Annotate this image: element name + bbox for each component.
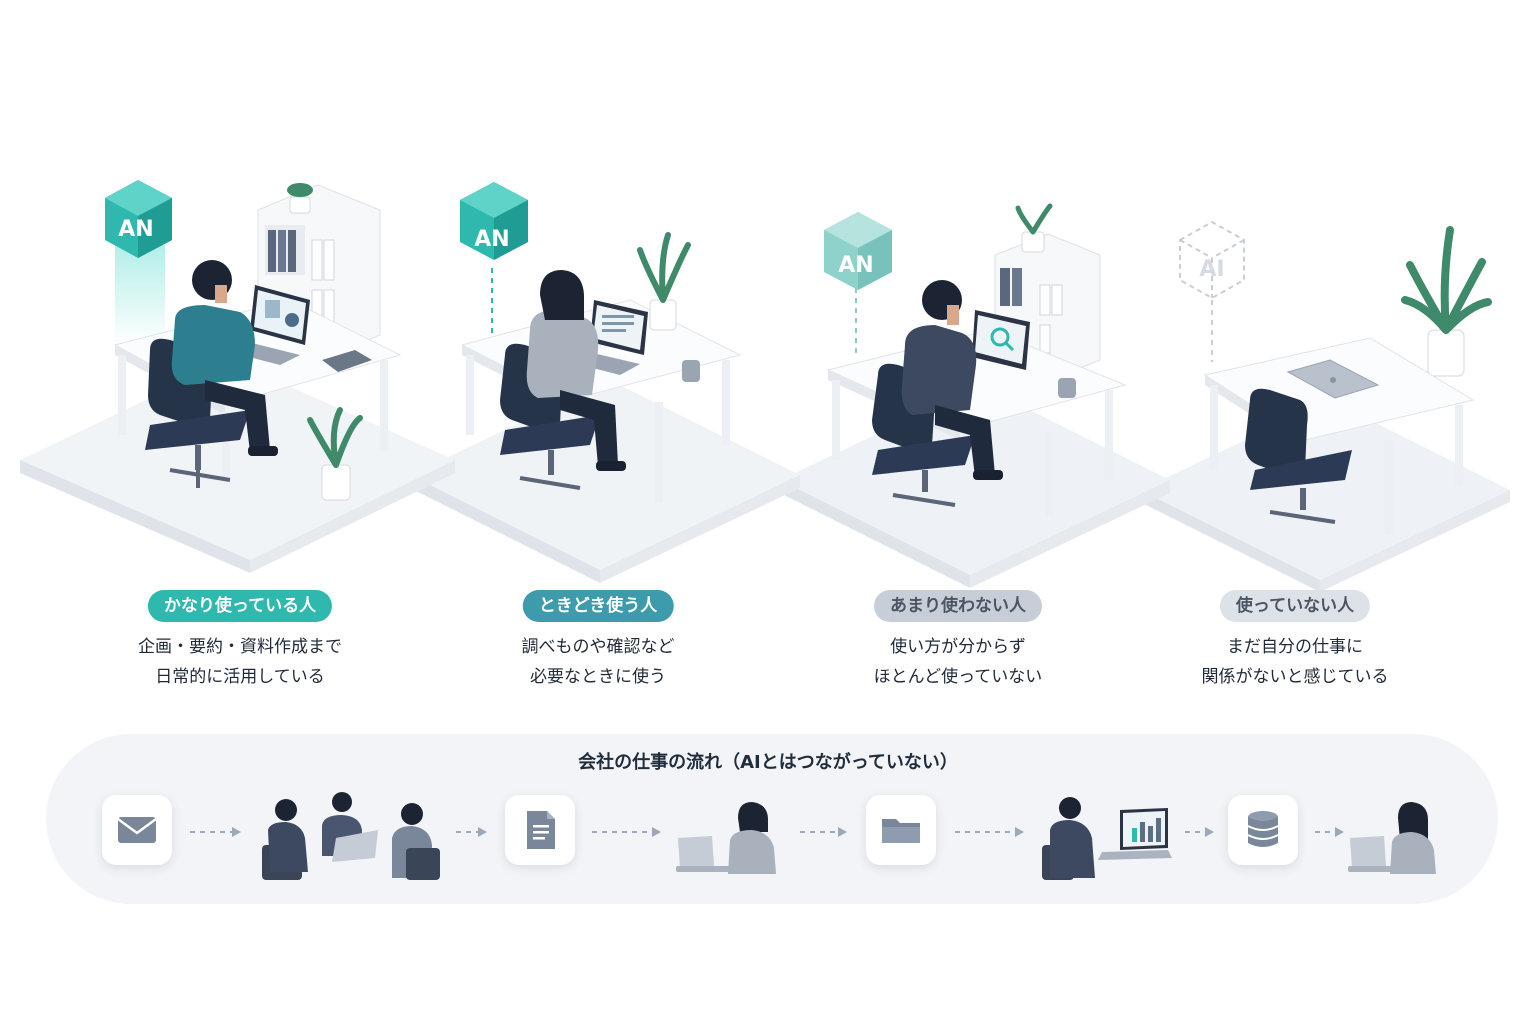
folder-icon bbox=[882, 819, 920, 843]
flow-step-folder bbox=[866, 795, 936, 865]
ai-cube-text-1: AN bbox=[118, 217, 153, 242]
database-icon bbox=[1247, 811, 1279, 847]
persona-desc-line: まだ自分の仕事に bbox=[1227, 637, 1363, 657]
persona-badge-rare: あまり使わない人 bbox=[874, 590, 1042, 622]
persona-desc-line: 企画・要約・資料作成まで bbox=[138, 637, 342, 657]
scene-non-user: AI bbox=[1179, 220, 1492, 535]
persona-desc-line: 必要なときに使う bbox=[530, 667, 666, 687]
scene-occasional-user: AN bbox=[460, 182, 742, 502]
persona-desc-line: ほとんど使っていない bbox=[873, 667, 1043, 687]
scene-heavy-user: AN bbox=[105, 180, 402, 501]
ai-cube-text-2: AN bbox=[474, 227, 509, 252]
flow-step-database bbox=[1228, 795, 1298, 865]
persona-badge-occasional: ときどき使う人 bbox=[522, 590, 674, 622]
floor-platforms bbox=[20, 360, 1510, 592]
persona-badge-heavy: かなり使っている人 bbox=[147, 590, 333, 622]
ai-cube-text-3: AN bbox=[838, 253, 873, 278]
work-flow-title: 会社の仕事の流れ（AIとはつながっていない） bbox=[578, 752, 958, 773]
persona-desc-occasional: 調べものや確認など 必要なときに使う bbox=[438, 632, 758, 692]
persona-desc-rare: 使い方が分からず ほとんど使っていない bbox=[798, 632, 1118, 692]
mail-icon bbox=[117, 817, 157, 843]
scene-rare-user: AN bbox=[824, 203, 1127, 517]
persona-desc-line: 調べものや確認など bbox=[521, 637, 675, 657]
persona-desc-none: まだ自分の仕事に 関係がないと感じている bbox=[1135, 632, 1455, 692]
persona-badge-none: 使っていない人 bbox=[1219, 590, 1371, 622]
flow-step-mail bbox=[102, 795, 172, 865]
persona-desc-line: 日常的に活用している bbox=[155, 667, 325, 687]
flow-step-document bbox=[505, 795, 575, 865]
persona-desc-heavy: 企画・要約・資料作成まで 日常的に活用している bbox=[80, 632, 400, 692]
document-icon bbox=[527, 811, 555, 849]
persona-desc-line: 使い方が分からず bbox=[890, 637, 1026, 657]
persona-desc-line: 関係がないと感じている bbox=[1201, 667, 1389, 687]
ai-cube-text-4: AI bbox=[1199, 257, 1224, 282]
